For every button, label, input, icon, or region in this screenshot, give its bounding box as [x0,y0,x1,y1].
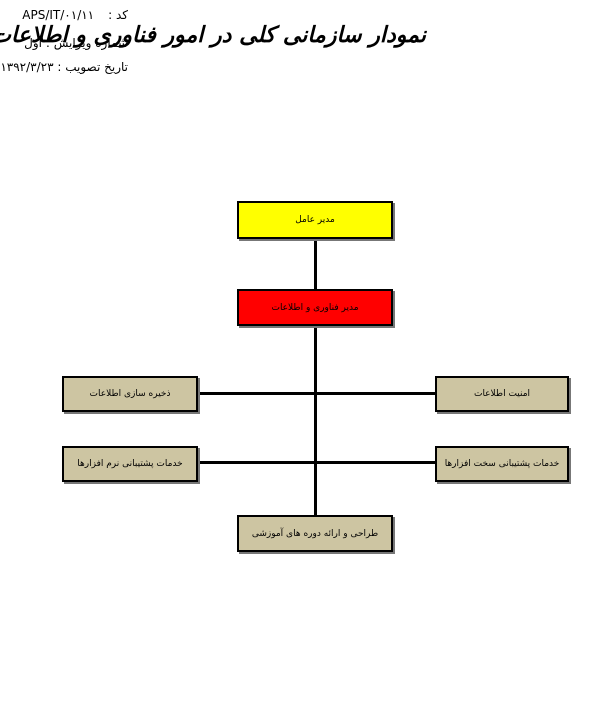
revision-value: اول [24,36,43,50]
approval-value: ۱۳۹۲/۳/۲۳ [0,60,54,74]
code-value: APS/IT/۰۱/۱۱ [22,8,95,22]
box-software-support: خدمات پشتیبانی نرم افزارها [62,446,198,482]
revision-label: شماره ویرایش : [45,36,128,50]
approval-label: تاریخ تصویب : [57,60,128,74]
box-ceo: مدیر عامل [237,201,393,239]
box-it-manager: مدیر فناوری و اطلاعات [237,289,393,326]
box-training: طراحی و ارائه دوره های آموزشی [237,515,393,552]
vertical-connector [314,238,317,516]
box-info-security: امنیت اطلاعات [435,376,569,412]
box-hardware-support: خدمات پشتیبانی سخت افزارها [435,446,569,482]
revision-number: شماره ویرایش : اول [24,36,128,50]
approval-date: تاریخ تصویب : ۱۳۹۲/۳/۲۳ [0,60,128,74]
page-title: نمودار سازمانی کلی در امور فناوری و اطلا… [0,22,426,48]
document-code: کد : APS/IT/۰۱/۱۱ [22,8,128,22]
box-data-storage: ذخیره سازی اطلاعات [62,376,198,412]
code-label: کد : [108,8,128,22]
connector-row-1 [197,392,437,395]
connector-row-2 [197,461,437,464]
